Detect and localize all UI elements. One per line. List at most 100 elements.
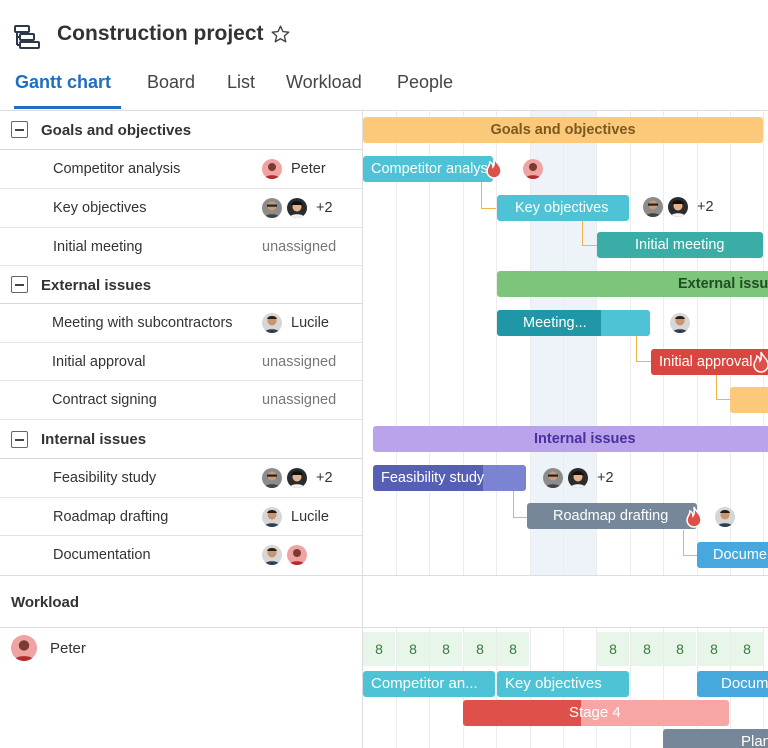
gantt-timeline[interactable]: Goals and objectives Competitor analysis…	[363, 111, 768, 575]
task-bar[interactable]: Key objectives	[497, 195, 629, 221]
task-row[interactable]: Competitor analysis Peter	[0, 150, 362, 189]
workload-hours-cell: 8	[464, 632, 496, 666]
group-row[interactable]: External issues	[0, 266, 362, 304]
extra-assignees-count: +2	[597, 470, 614, 486]
task-name: Meeting with subcontractors	[52, 315, 233, 331]
workload-task-bar[interactable]: Stage 4	[463, 700, 729, 726]
extra-assignees-count: +2	[316, 200, 333, 216]
task-row[interactable]: Contract signing unassigned	[0, 381, 362, 420]
task-bar[interactable]: Competitor analysis	[363, 156, 493, 182]
avatar	[262, 468, 282, 488]
task-name: Key objectives	[53, 200, 147, 216]
tab-gantt-chart[interactable]: Gantt chart	[15, 72, 112, 92]
avatar	[262, 507, 282, 527]
task-bar-label: Key objectives	[515, 200, 609, 216]
active-tab-indicator	[14, 106, 121, 109]
task-bar[interactable]: Documentation	[697, 542, 768, 568]
group-bar[interactable]: Internal issues	[373, 426, 768, 452]
workload-hours-cell: 8	[664, 632, 696, 666]
workload-bar-label: Stage 4	[569, 704, 621, 721]
task-bar[interactable]	[730, 387, 768, 413]
group-row[interactable]: Internal issues	[0, 420, 362, 459]
task-bar-label: Competitor analysis	[371, 161, 493, 177]
task-bar[interactable]: Initial meeting	[597, 232, 763, 258]
workload-hours-cell: 8	[363, 632, 395, 666]
task-row[interactable]: Key objectives +2	[0, 189, 362, 228]
extra-assignees-count: +2	[316, 470, 333, 486]
workload-hours-cell: 8	[430, 632, 462, 666]
tab-list[interactable]: List	[227, 72, 256, 92]
workload-bar-label: Key objectives	[505, 675, 602, 692]
workload-section-title: Workload	[11, 594, 80, 611]
workload-bar-label: Documentation	[721, 675, 768, 692]
task-bar[interactable]: Meeting...	[497, 310, 650, 336]
assignee-name: unassigned	[262, 239, 337, 255]
collapse-toggle[interactable]	[11, 121, 28, 138]
avatar	[643, 197, 663, 217]
group-bar[interactable]: External issues	[497, 271, 768, 297]
group-bar[interactable]: Goals and objectives	[363, 117, 763, 143]
workload-bar-label: Competitor an...	[371, 675, 478, 692]
dependency-link	[716, 375, 731, 400]
workload-task-bar[interactable]: Competitor an...	[363, 671, 495, 697]
workload-bar-label: Plan	[741, 733, 768, 748]
collapse-toggle[interactable]	[11, 431, 28, 448]
workload-task-bar[interactable]: Documentation	[697, 671, 768, 697]
assignee-name: Lucile	[291, 315, 329, 331]
dependency-link	[582, 221, 597, 246]
task-name: Initial approval	[52, 354, 146, 370]
workload-hours-cell: 8	[698, 632, 730, 666]
page-title: Construction project	[57, 22, 264, 45]
task-row[interactable]: Roadmap drafting Lucile	[0, 498, 362, 536]
overdue-fire-icon	[686, 506, 702, 528]
assignee-name: unassigned	[262, 354, 337, 370]
group-name: Goals and objectives	[41, 122, 192, 139]
avatar	[543, 468, 563, 488]
tab-board[interactable]: Board	[147, 72, 196, 92]
assignee-name: Peter	[291, 161, 326, 177]
collapse-toggle[interactable]	[11, 276, 28, 293]
avatar	[262, 313, 282, 333]
workload-task-bar[interactable]: Key objectives	[497, 671, 629, 697]
task-bar[interactable]: Initial approval	[651, 349, 768, 375]
divider	[0, 575, 768, 576]
avatar	[11, 635, 37, 661]
workload-hours-cell: 8	[397, 632, 429, 666]
task-bar[interactable]: Roadmap drafting	[527, 503, 697, 529]
workload-hours-cell: 8	[731, 632, 763, 666]
workload-hours-cell: 8	[597, 632, 629, 666]
group-bar-label: Internal issues	[534, 431, 636, 447]
workload-person-name: Peter	[50, 640, 86, 657]
header: Construction project Gantt chart Board L…	[0, 0, 768, 110]
tab-workload[interactable]: Workload	[286, 72, 362, 92]
panel-divider[interactable]	[362, 111, 363, 748]
dependency-link	[513, 491, 528, 518]
dependency-link	[481, 182, 496, 209]
group-bar-label: External issues	[678, 276, 768, 292]
star-icon[interactable]	[270, 24, 291, 45]
tab-people[interactable]: People	[397, 72, 454, 92]
group-name: Internal issues	[41, 431, 147, 448]
task-bar-label: Initial approval	[659, 354, 753, 370]
task-bar-label: Meeting...	[523, 315, 587, 331]
task-row[interactable]: Feasibility study +2	[0, 459, 362, 498]
group-row[interactable]: Goals and objectives	[0, 111, 362, 150]
dependency-link	[683, 530, 698, 556]
avatar	[262, 545, 282, 565]
group-name: External issues	[41, 277, 152, 294]
assignee-name: unassigned	[262, 392, 337, 408]
avatar	[287, 198, 307, 218]
task-row[interactable]: Documentation	[0, 536, 362, 575]
task-row[interactable]: Initial approval unassigned	[0, 343, 362, 381]
task-bar-label: Initial meeting	[635, 237, 725, 253]
task-name: Roadmap drafting	[53, 509, 169, 525]
task-row[interactable]: Meeting with subcontractors Lucile	[0, 304, 362, 343]
task-bar-label: Documentation	[713, 547, 768, 563]
workload-task-bar[interactable]: Plan	[663, 729, 768, 748]
overdue-fire-icon	[753, 351, 768, 373]
task-bar[interactable]: Feasibility study	[373, 465, 526, 491]
avatar	[568, 468, 588, 488]
avatar	[670, 313, 690, 333]
workload-timeline[interactable]: 8 8 8 8 8 8 8 8 8 8 Competitor an... Key…	[363, 628, 768, 748]
task-row[interactable]: Initial meeting unassigned	[0, 228, 362, 266]
